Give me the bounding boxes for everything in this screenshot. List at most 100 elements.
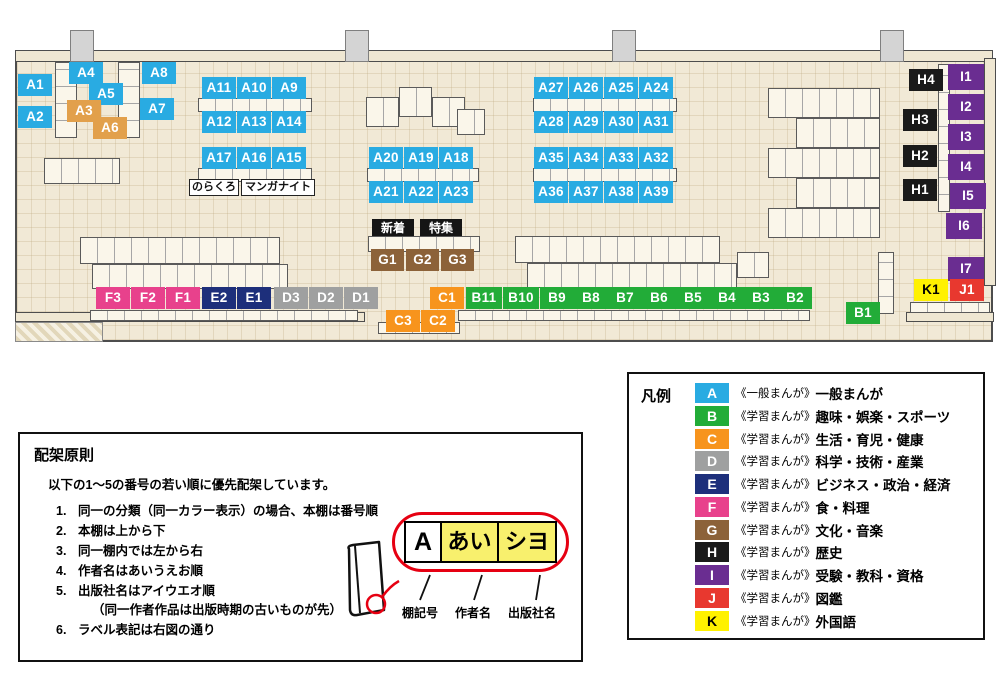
- legend-category: ビジネス・政治・経済: [815, 478, 951, 494]
- shelf-label-K1: K1: [914, 279, 948, 301]
- shelf-label-A3: A3: [67, 100, 101, 122]
- shelf-label-B2: B2: [778, 287, 812, 309]
- legend-item-H: H《学習まんが》歴史: [695, 541, 975, 563]
- shelf-label-A9: A9: [272, 77, 306, 99]
- legend-series: 《学習まんが》: [735, 456, 816, 469]
- shelf-label-B6: B6: [642, 287, 676, 309]
- legend-series: 《学習まんが》: [735, 410, 816, 423]
- shelf-label-A6: A6: [93, 117, 127, 139]
- legend-item-C: C《学習まんが》生活・育児・健康: [695, 428, 975, 450]
- legend-item-J: J《学習まんが》図鑑: [695, 587, 975, 609]
- shelf-label-A34: A34: [569, 147, 603, 169]
- rule-number: 1.: [56, 504, 67, 518]
- rule-number: 5.: [56, 584, 67, 598]
- bookshelf: [796, 178, 880, 208]
- bookshelf: [458, 310, 810, 321]
- pillar: [612, 30, 636, 62]
- shelf-label-A21: A21: [369, 181, 403, 203]
- bookshelf: [198, 98, 312, 112]
- legend-title: 凡例: [641, 388, 672, 405]
- label-example-cell-2: シヨ: [497, 521, 557, 563]
- shelf-label-G2: G2: [406, 249, 439, 271]
- rule-text: 同一の分類（同一カラー表示）の場合、本棚は番号順: [78, 504, 379, 518]
- bookshelf: [44, 158, 120, 184]
- shelf-label-A30: A30: [604, 111, 638, 133]
- legend-item-K: K《学習まんが》外国語: [695, 610, 975, 632]
- shelf-label-B1: B1: [846, 302, 880, 324]
- shelf-label-A37: A37: [569, 181, 603, 203]
- legend-item-D: D《学習まんが》科学・技術・産業: [695, 450, 975, 472]
- shelf-label-C1: C1: [430, 287, 464, 309]
- shelf-label-F2: F2: [131, 287, 165, 309]
- rule-number: 3.: [56, 544, 67, 558]
- principle-rule: 1. 同一の分類（同一カラー表示）の場合、本棚は番号順: [56, 501, 567, 521]
- shelf-label-A10: A10: [237, 77, 271, 99]
- shelf-label-A33: A33: [604, 147, 638, 169]
- shelf-label-A27: A27: [534, 77, 568, 99]
- shelf-label-A20: A20: [369, 147, 403, 169]
- bookshelf: [366, 97, 399, 127]
- label-example-captions: 棚記号 作者名 出版社名: [402, 604, 556, 621]
- shelf-label-A2: A2: [18, 106, 52, 128]
- legend-category: 生活・育児・健康: [815, 432, 924, 448]
- legend-series: 《一般まんが》: [735, 388, 816, 401]
- shelf-label-B11: B11: [466, 287, 502, 309]
- legend-swatch-G: G: [695, 519, 729, 540]
- map-text-label: 新着: [372, 219, 414, 236]
- wall: [15, 50, 993, 62]
- legend-category: 科学・技術・産業: [815, 455, 924, 471]
- book-illustration: [347, 540, 400, 617]
- shelf-label-A19: A19: [404, 147, 438, 169]
- map-text-label: マンガナイト: [241, 179, 315, 196]
- legend-swatch-B: B: [695, 405, 729, 426]
- pillar: [880, 30, 904, 62]
- shelf-label-D2: D2: [309, 287, 343, 309]
- shelf-label-D3: D3: [274, 287, 308, 309]
- label-example-caption: 作者名: [455, 606, 492, 620]
- shelf-label-A32: A32: [639, 147, 673, 169]
- shelf-label-F3: F3: [96, 287, 130, 309]
- map-text-label: 特集: [420, 219, 462, 236]
- label-example-caption: 出版社名: [508, 606, 557, 620]
- map-text-label: のらくろ: [189, 179, 239, 196]
- rule-text: 本棚は上から下: [78, 524, 166, 538]
- legend-swatch-F: F: [695, 496, 729, 517]
- bookshelf: [399, 87, 432, 117]
- label-example-cell-1: あい: [439, 521, 500, 563]
- legend-item-B: B《学習まんが》趣味・娯楽・スポーツ: [695, 405, 975, 427]
- legend-category: 食・料理: [815, 500, 870, 516]
- shelf-label-A24: A24: [639, 77, 673, 99]
- bookshelf: [368, 236, 480, 252]
- principle-rule: 3.同一棚内では左から右: [56, 541, 567, 561]
- shelf-label-A36: A36: [534, 181, 568, 203]
- principles-title: 配架原則: [34, 447, 95, 464]
- legend-swatch-J: J: [695, 587, 729, 608]
- bookshelf: [910, 302, 990, 313]
- legend-item-F: F《学習まんが》食・料理: [695, 496, 975, 518]
- principle-rule: 5.出版社名はアイウエオ順: [56, 581, 567, 601]
- legend-series: 《学習まんが》: [735, 570, 816, 583]
- shelf-label-A7: A7: [140, 98, 174, 120]
- bookshelf: [737, 252, 769, 278]
- shelf-label-I2: I2: [948, 94, 984, 120]
- label-example-caption: 棚記号: [402, 606, 439, 620]
- shelf-label-J1: J1: [950, 279, 984, 301]
- shelf-label-G1: G1: [371, 249, 404, 271]
- principle-rule: 6.ラベル表記は右図の通り: [56, 620, 567, 640]
- bookshelf: [768, 88, 880, 118]
- pillar: [345, 30, 369, 62]
- shelf-label-A26: A26: [569, 77, 603, 99]
- bookshelf: [367, 168, 479, 182]
- shelf-label-A16: A16: [237, 147, 271, 169]
- legend-series: 《学習まんが》: [735, 479, 816, 492]
- shelf-label-A35: A35: [534, 147, 568, 169]
- shelf-label-H3: H3: [903, 109, 937, 131]
- shelf-label-A29: A29: [569, 111, 603, 133]
- label-example-cell-0: A: [404, 521, 442, 563]
- shelf-label-A14: A14: [272, 111, 306, 133]
- pillar: [70, 30, 94, 62]
- shelf-label-C2: C2: [421, 310, 455, 332]
